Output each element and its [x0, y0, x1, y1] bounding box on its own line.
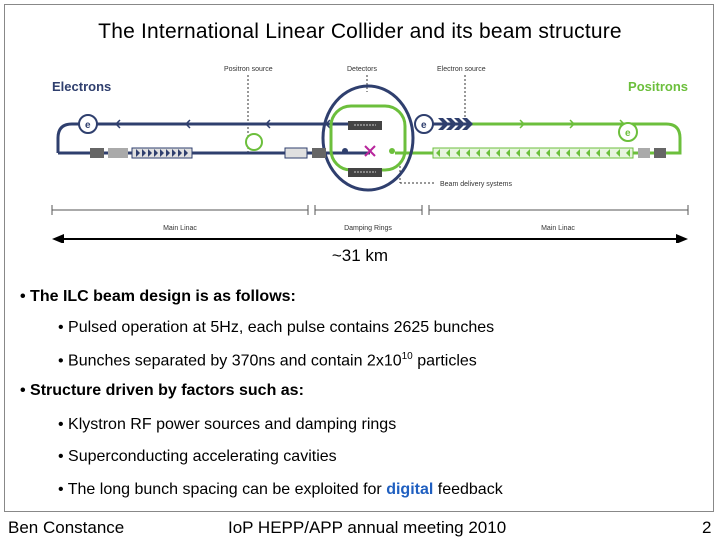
bullet-5: • Klystron RF power sources and damping … [58, 416, 397, 433]
bullet-3: • Bunches separated by 370ns and contain… [58, 351, 477, 370]
footer-author: Ben Constance [8, 518, 125, 537]
bullet-4: • Structure driven by factors such as: [20, 382, 304, 399]
distance-label: ~31 km [331, 246, 389, 265]
collision-point [364, 145, 376, 157]
positron-beamline [395, 122, 682, 155]
highlight-digital: digital [386, 481, 434, 498]
footer-page-number: 2 [702, 518, 712, 537]
bullet-7: • The long bunch spacing can be exploite… [58, 481, 503, 498]
main-linac-right-modules [432, 147, 666, 159]
label-beam-delivery: Beam delivery systems [440, 181, 512, 188]
bullet-6: • Superconducting accelerating cavities [58, 448, 337, 465]
electron-icon-left: e [78, 114, 98, 134]
positron-icon-ring [245, 133, 263, 151]
svg-text:e: e [421, 120, 427, 131]
distance-arrow [52, 234, 688, 243]
bullet-1: • The ILC beam design is as follows: [20, 288, 296, 305]
label-electrons: Electrons [52, 79, 111, 94]
electron-icon-source: e [414, 114, 434, 134]
label-electron-source: Electron source [437, 66, 486, 73]
label-detectors: Detectors [347, 66, 377, 73]
slide-frame [4, 4, 714, 512]
footer-event: IoP HEPP/APP annual meeting 2010 [228, 518, 507, 537]
label-positron-source: Positron source [224, 66, 273, 73]
label-main-linac-right: Main Linac [541, 225, 575, 232]
label-main-linac-left: Main Linac [163, 225, 197, 232]
svg-text:e: e [85, 120, 91, 131]
bullet-2: • Pulsed operation at 5Hz, each pulse co… [58, 319, 495, 336]
positron-icon-right: e [618, 122, 638, 142]
damping-rings [321, 84, 415, 192]
label-positrons: Positrons [628, 79, 688, 94]
slide-title: The International Linear Collider and it… [98, 20, 622, 43]
electron-source-chevrons [438, 118, 473, 130]
main-linac-left-modules [90, 147, 326, 159]
ilc-diagram: Electrons Positrons Positron source Dete… [51, 66, 689, 243]
label-damping-rings: Damping Rings [344, 225, 392, 232]
svg-text:e: e [625, 128, 631, 139]
